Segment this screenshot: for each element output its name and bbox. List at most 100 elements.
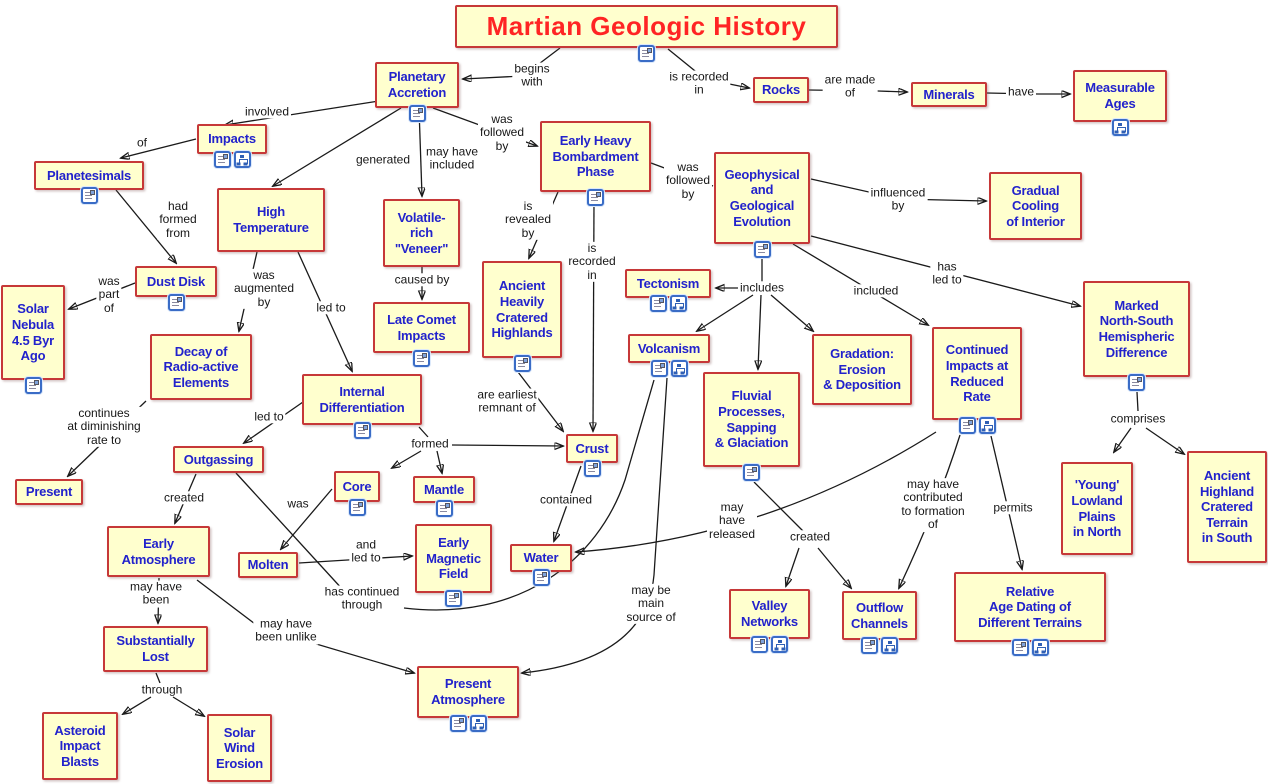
link-label-was_augmented_by: was augmented by [231,267,297,310]
node-molten[interactable]: Molten [238,552,298,578]
node-early_heavy_bombardment[interactable]: Early Heavy Bombardment Phase [540,121,651,192]
document-resource-icon[interactable] [587,189,604,206]
tree-resource-icon[interactable] [978,417,996,434]
link-label-of: of [134,135,150,150]
edge-involved [225,100,380,125]
node-solar_nebula[interactable]: Solar Nebula 4.5 Byr Ago [1,285,65,380]
edge-formed-core [392,450,422,468]
document-resource-icon[interactable] [24,377,42,394]
document-resource-icon[interactable] [348,499,366,516]
document-resource-icon[interactable] [532,569,550,586]
document-resource-icon[interactable] [445,590,462,607]
document-resource-icon[interactable] [751,636,768,653]
tree-resource-icon[interactable] [1111,119,1129,136]
document-resource-icon[interactable] [513,355,531,372]
node-outgassing[interactable]: Outgassing [173,446,264,473]
document-resource-icon[interactable] [861,637,878,654]
document-resource-icon[interactable] [353,422,371,439]
document-resource-icon[interactable] [753,241,771,258]
document-resource-icon[interactable] [638,45,655,62]
node-measurable_ages[interactable]: Measurable Ages [1073,70,1167,122]
document-resource-icon[interactable] [449,715,467,732]
node-mantle[interactable]: Mantle [413,476,475,503]
node-dust_disk[interactable]: Dust Disk [135,266,217,297]
link-label-was_molten: was [285,496,311,511]
link-label-are_earliest_remnant_of: are earliest remnant of [475,387,539,416]
edge-through-solar-wind [172,696,204,716]
link-label-is_recorded_in_rocks: is recorded in [667,69,731,98]
link-label-involved: involved [242,104,292,119]
tree-resource-icon[interactable] [1031,639,1049,656]
node-water[interactable]: Water [510,544,572,572]
node-young_lowland[interactable]: 'Young' Lowland Plains in North [1061,462,1133,555]
edge-may-have-included [419,107,422,196]
link-label-may_have_been: may have been [127,579,185,608]
edge-includes-gradation [770,294,813,331]
link-label-permits: permits [991,500,1035,515]
document-resource-icon[interactable] [743,464,760,481]
tree-resource-icon[interactable] [669,295,687,312]
node-marked_hemispheric[interactable]: Marked North-South Hemispheric Differenc… [1083,281,1190,377]
node-planetary_accretion[interactable]: Planetary Accretion [375,62,459,108]
node-geophysical_evolution[interactable]: Geophysical and Geological Evolution [714,152,810,244]
node-internal_differentiation[interactable]: Internal Differentiation [302,374,422,425]
node-gradual_cooling[interactable]: Gradual Cooling of Interior [989,172,1082,240]
document-resource-icon[interactable] [413,350,430,367]
node-relative_age_dating[interactable]: Relative Age Dating of Different Terrain… [954,572,1106,642]
node-present_atmosphere[interactable]: Present Atmosphere [417,666,519,718]
node-planetesimals[interactable]: Planetesimals [34,161,144,190]
node-continued_impacts[interactable]: Continued Impacts at Reduced Rate [932,327,1022,420]
node-crust[interactable]: Crust [566,434,618,463]
node-title[interactable]: Martian Geologic History [455,5,838,48]
node-decay_radioactive[interactable]: Decay of Radio-active Elements [150,334,252,400]
tree-resource-icon[interactable] [233,151,251,168]
node-ancient_cratered_highlands[interactable]: Ancient Heavily Cratered Highlands [482,261,562,358]
tree-resource-icon[interactable] [469,715,487,732]
document-resource-icon[interactable] [408,105,426,122]
node-present[interactable]: Present [15,479,83,505]
link-label-have: have [1005,84,1037,99]
link-label-continues_at_diminishing: continues at diminishing rate to [65,405,143,448]
node-tectonism[interactable]: Tectonism [625,269,711,298]
node-impacts[interactable]: Impacts [197,124,267,154]
node-fluvial_processes[interactable]: Fluvial Processes, Sapping & Glaciation [703,372,800,467]
node-solar_wind_erosion[interactable]: Solar Wind Erosion [207,714,272,782]
document-resource-icon[interactable] [435,500,453,517]
node-substantially_lost[interactable]: Substantially Lost [103,626,208,672]
node-valley_networks[interactable]: Valley Networks [729,589,810,639]
node-asteroid_blasts[interactable]: Asteroid Impact Blasts [42,712,118,780]
link-label-has_led_to: has led to [930,259,964,288]
document-resource-icon[interactable] [213,151,231,168]
edge-generated [273,107,402,186]
document-resource-icon[interactable] [1128,374,1145,391]
document-resource-icon[interactable] [80,187,98,204]
tree-resource-icon[interactable] [670,360,688,377]
edge-are-earliest-remnant-of [517,371,563,431]
node-rocks[interactable]: Rocks [753,77,809,103]
node-core[interactable]: Core [334,471,380,502]
node-volatile_veneer[interactable]: Volatile- rich "Veneer" [383,199,460,267]
document-resource-icon[interactable] [958,417,976,434]
link-label-may_have_released: may have released [706,499,758,542]
node-volcanism[interactable]: Volcanism [628,334,710,363]
node-minerals[interactable]: Minerals [911,82,987,107]
tree-resource-icon[interactable] [771,636,788,653]
link-label-influenced_by: influenced by [868,185,928,214]
document-resource-icon[interactable] [650,360,668,377]
link-label-created_atmosphere: created [161,490,207,505]
document-resource-icon[interactable] [583,460,601,477]
node-early_magnetic_field[interactable]: Early Magnetic Field [415,524,492,593]
tree-resource-icon[interactable] [881,637,898,654]
link-label-includes: includes [737,280,787,295]
document-resource-icon[interactable] [649,295,667,312]
node-gradation[interactable]: Gradation: Erosion & Deposition [812,334,912,405]
node-late_comet_impacts[interactable]: Late Comet Impacts [373,302,470,353]
node-outflow_channels[interactable]: Outflow Channels [842,591,917,640]
document-resource-icon[interactable] [1011,639,1029,656]
node-ancient_terrain[interactable]: Ancient Highland Cratered Terrain in Sou… [1187,451,1267,563]
node-high_temperature[interactable]: High Temperature [217,188,325,252]
edge-through-asteroid [123,672,161,714]
node-early_atmosphere[interactable]: Early Atmosphere [107,526,210,577]
document-resource-icon[interactable] [167,294,185,311]
